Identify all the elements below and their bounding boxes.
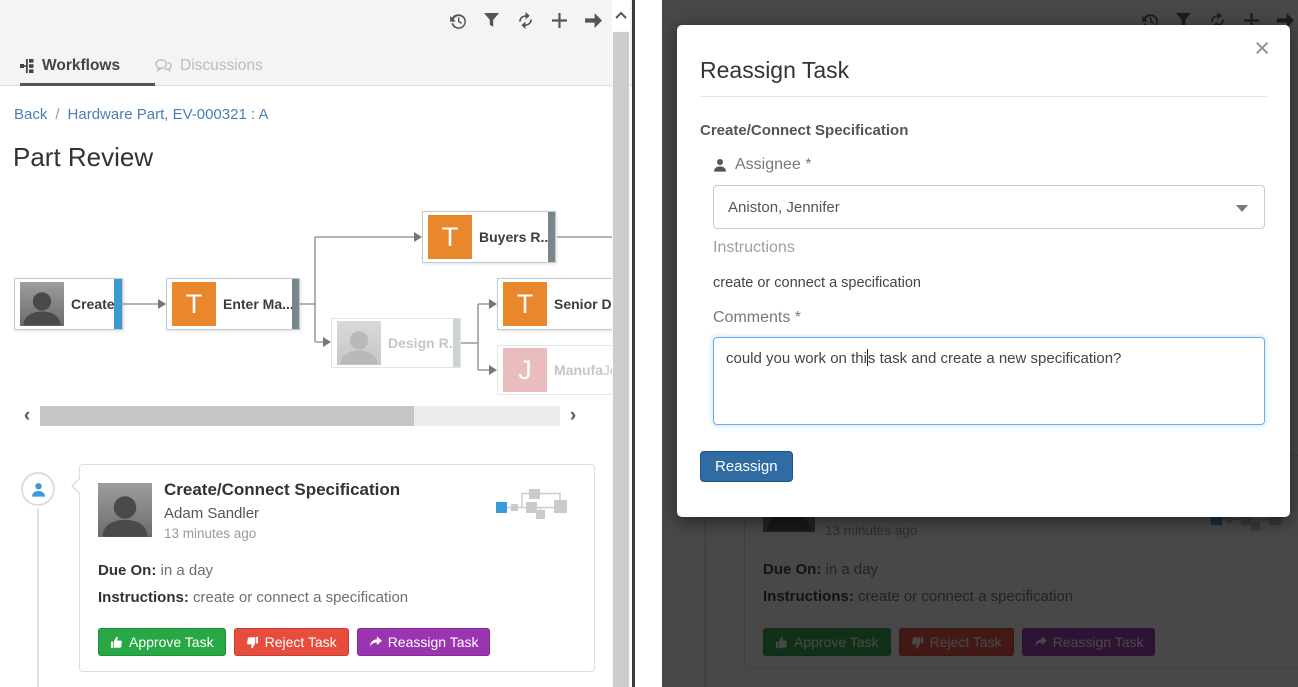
node-status-bar bbox=[114, 279, 122, 329]
toolbar bbox=[448, 11, 603, 30]
node-title: Manufa bbox=[554, 361, 603, 378]
chevron-left-icon[interactable]: ‹ bbox=[23, 405, 31, 426]
tab-bar: Workflows Discussions bbox=[0, 47, 632, 86]
scrollbar-thumb[interactable] bbox=[613, 32, 629, 687]
node-title: Design R... bbox=[388, 334, 460, 351]
assignee-avatar bbox=[20, 282, 64, 326]
workflow-node-manufacturing[interactable]: J ManufaJennifer bbox=[497, 345, 612, 395]
workflow-diagram: Create/C...Adam San... T Enter Ma...Un A… bbox=[0, 180, 612, 404]
back-link[interactable]: Back bbox=[14, 106, 48, 123]
panel-header: Workflows Discussions bbox=[0, 0, 632, 86]
history-icon[interactable] bbox=[448, 11, 467, 30]
chevron-down-icon bbox=[1236, 205, 1248, 212]
person-icon bbox=[713, 158, 727, 172]
modal-task-title: Create/Connect Specification bbox=[700, 122, 909, 139]
modal-title: Reassign Task bbox=[700, 57, 850, 83]
node-status-bar bbox=[292, 279, 299, 329]
assignee-select[interactable]: Aniston, Jennifer bbox=[713, 185, 1265, 229]
timeline-person-marker bbox=[21, 472, 55, 506]
task-type-badge: T bbox=[428, 215, 472, 259]
task-type-badge: T bbox=[172, 282, 216, 326]
task-actions: Approve Task Reject Task Reassign Task bbox=[98, 628, 491, 656]
tab-workflows[interactable]: Workflows bbox=[20, 47, 155, 86]
vertical-scrollbar bbox=[612, 0, 630, 687]
button-label: Reassign Task bbox=[387, 634, 479, 650]
workflow-node-enter-ma[interactable]: T Enter Ma...Un Assign... bbox=[166, 278, 300, 330]
tab-discussions[interactable]: Discussions bbox=[155, 47, 263, 85]
close-icon[interactable]: × bbox=[1254, 33, 1270, 63]
active-tab-underline bbox=[20, 83, 155, 86]
discussions-icon bbox=[155, 59, 172, 73]
person-icon bbox=[31, 482, 46, 497]
scrollbar-thumb[interactable] bbox=[40, 406, 415, 426]
assignee-label: Assignee * bbox=[713, 156, 812, 174]
instructions-label: Instructions: bbox=[98, 589, 189, 606]
chevron-up-icon[interactable] bbox=[612, 0, 630, 30]
task-card: Create/Connect Specification Adam Sandle… bbox=[71, 464, 595, 672]
diagram-horizontal-scrollbar: ‹ › bbox=[14, 404, 586, 428]
dimmed-workflow-panel: 13 minutes ago Due On: in a day Instruct… bbox=[662, 0, 1298, 687]
tab-label: Workflows bbox=[42, 57, 121, 74]
forward-arrow-icon[interactable] bbox=[584, 11, 603, 30]
approve-task-button[interactable]: Approve Task bbox=[98, 628, 226, 656]
breadcrumb-current-link[interactable]: Hardware Part, EV-000321 : A bbox=[67, 106, 269, 123]
due-on-value: in a day bbox=[160, 562, 214, 579]
tab-label: Discussions bbox=[180, 57, 263, 74]
task-type-badge: T bbox=[503, 282, 547, 326]
node-assignee: Jennifer bbox=[603, 362, 612, 378]
thumbs-down-icon bbox=[246, 636, 259, 649]
instructions-label: Instructions bbox=[713, 239, 795, 256]
comments-text-after: s task and create a new specification? bbox=[867, 350, 1122, 367]
workflow-icon bbox=[20, 59, 34, 73]
reject-task-button[interactable]: Reject Task bbox=[233, 628, 349, 656]
breadcrumb-separator: / bbox=[55, 106, 60, 123]
task-assignee: Adam Sandler bbox=[164, 505, 260, 522]
divider bbox=[700, 96, 1267, 97]
due-on-label: Due On: bbox=[98, 562, 157, 579]
refresh-icon[interactable] bbox=[516, 11, 535, 30]
comments-label: Comments * bbox=[713, 309, 802, 326]
workflow-panel: Workflows Discussions Back / Hardware Pa… bbox=[0, 0, 635, 687]
scrollbar-track[interactable] bbox=[40, 406, 560, 426]
node-title: Create/C... bbox=[71, 295, 122, 312]
node-status-bar bbox=[548, 212, 555, 262]
assignee-label-text: Assignee * bbox=[735, 156, 812, 173]
task-title: Create/Connect Specification bbox=[164, 480, 401, 499]
share-arrow-icon bbox=[369, 636, 382, 648]
filter-icon[interactable] bbox=[482, 11, 501, 30]
workflow-node-buyers[interactable]: T Buyers R...Un Assign... bbox=[422, 211, 556, 263]
thumbs-up-icon bbox=[110, 636, 123, 649]
instructions-value: create or connect a specification bbox=[713, 275, 921, 291]
reassign-task-button[interactable]: Reassign Task bbox=[356, 628, 491, 656]
node-title: Senior D bbox=[554, 295, 612, 312]
reassign-task-modal: × Reassign Task Create/Connect Specifica… bbox=[677, 25, 1290, 517]
breadcrumb: Back / Hardware Part, EV-000321 : A bbox=[14, 106, 268, 123]
node-title: Buyers R... bbox=[479, 228, 553, 245]
comments-textarea[interactable]: could you work on this task and create a… bbox=[713, 337, 1265, 425]
button-label: Reject Task bbox=[264, 634, 337, 650]
task-timestamp: 13 minutes ago bbox=[164, 526, 257, 541]
button-label: Approve Task bbox=[129, 634, 214, 650]
workflow-node-create-connect[interactable]: Create/C...Adam San... bbox=[14, 278, 123, 330]
workflow-node-design[interactable]: Design R...Adam San... bbox=[331, 318, 461, 368]
workflow-connectors bbox=[123, 232, 612, 375]
assignee-selected-value: Aniston, Jennifer bbox=[728, 198, 840, 216]
workflow-node-senior[interactable]: T Senior DUn Assig bbox=[497, 278, 612, 330]
text-caret bbox=[866, 349, 868, 366]
timeline-line bbox=[37, 508, 39, 687]
page-title: Part Review bbox=[13, 142, 154, 172]
assignee-avatar bbox=[337, 321, 381, 365]
task-type-badge: J bbox=[503, 348, 547, 392]
add-icon[interactable] bbox=[550, 11, 569, 30]
chevron-right-icon[interactable]: › bbox=[569, 405, 577, 426]
reassign-submit-button[interactable]: Reassign bbox=[700, 451, 793, 482]
instructions-value: create or connect a specification bbox=[193, 589, 409, 606]
comments-text-before: could you work on thi bbox=[726, 350, 867, 367]
node-title: Enter Ma... bbox=[223, 295, 294, 312]
mini-workflow-icon bbox=[496, 489, 568, 523]
node-status-bar bbox=[453, 319, 460, 367]
assignee-avatar bbox=[98, 483, 152, 537]
